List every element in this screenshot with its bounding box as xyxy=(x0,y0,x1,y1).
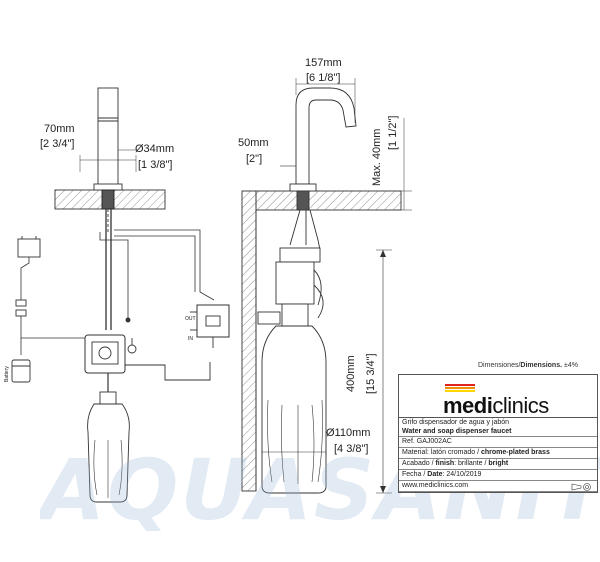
front-view xyxy=(11,87,230,503)
battery-pack xyxy=(11,359,31,383)
material-label: Material: latón cromado / xyxy=(402,449,481,456)
logo-stripe-orange xyxy=(445,387,475,389)
finish-label-bold: finish xyxy=(435,460,455,467)
control-unit-side xyxy=(279,247,321,263)
title-website: www.mediclinics.com xyxy=(399,481,597,492)
finish-value: : brillante / xyxy=(454,460,489,467)
title-description: Grifo dispensador de agua y jabón Water … xyxy=(399,418,597,437)
logo-text-bold: medi xyxy=(443,393,493,418)
dimensions-note: Dimensiones/Dimensions. ±4% xyxy=(478,362,578,369)
logo-text: mediclinics xyxy=(443,393,549,419)
dim-15-3-4-in: [15 3/4"] xyxy=(365,353,377,394)
logo-stripe-red xyxy=(445,384,475,386)
soap-bottle-side xyxy=(261,325,327,494)
title-ref: Ref. GAJ002AC xyxy=(399,437,597,448)
finish-label: Acabado / xyxy=(402,460,436,467)
title-finish: Acabado / finish: brillante / bright xyxy=(399,459,597,470)
dim-6-1-8-in: [6 1/8"] xyxy=(306,72,340,84)
counter-slab-right xyxy=(255,190,402,211)
power-adapter xyxy=(17,238,41,258)
dims-note-prefix: Dimensiones/ xyxy=(478,362,521,369)
label-out: OUT xyxy=(185,316,196,322)
date-label: Fecha / xyxy=(402,471,428,478)
faucet-body-front xyxy=(97,87,119,191)
dim-1-3-8-in: [1 3/8"] xyxy=(138,159,172,171)
dim-max-40mm: Max. 40mm xyxy=(371,129,383,186)
description-en: Water and soap dispenser faucet xyxy=(402,428,512,435)
dim-70mm: 70mm xyxy=(44,123,75,135)
mounting-shank-right xyxy=(296,190,310,211)
mediclinics-logo: mediclinics xyxy=(399,375,597,418)
title-material: Material: latón cromado / chrome-plated … xyxy=(399,448,597,459)
dims-note-suffix: ±4% xyxy=(562,362,578,369)
title-block: mediclinics Grifo dispensador de agua y … xyxy=(398,374,598,493)
dim-34mm: Ø34mm xyxy=(135,143,174,155)
logo-text-light: clinics xyxy=(492,393,549,418)
dim-2-in: [2"] xyxy=(246,153,262,165)
dim-110mm: Ø110mm xyxy=(326,427,370,439)
mounting-shank-left xyxy=(101,189,115,210)
dim-2-3-4-in: [2 3/4"] xyxy=(40,138,74,150)
dim-1-1-2-in: [1 1/2"] xyxy=(387,116,399,150)
label-battery: Battery xyxy=(4,366,10,382)
date-label-bold: Date xyxy=(427,471,443,478)
dims-note-bold: Dimensions. xyxy=(520,362,563,369)
faucet-spout xyxy=(295,87,357,185)
logo-stripes xyxy=(445,384,475,393)
material-value: chrome-plated brass xyxy=(480,449,550,456)
projection-symbol-icon xyxy=(571,483,591,491)
description-es: Grifo dispensador de agua y jabón xyxy=(402,419,510,426)
dim-157mm: 157mm xyxy=(305,57,342,69)
finish-value-bold: bright xyxy=(488,460,509,467)
side-view xyxy=(241,78,412,494)
soap-bottle-front xyxy=(87,403,130,503)
cabinet-wall xyxy=(241,190,257,492)
title-date: Fecha / Date: 24/10/2019 xyxy=(399,470,597,481)
date-value: : 24/10/2019 xyxy=(442,471,482,478)
dim-50mm: 50mm xyxy=(238,137,269,149)
dim-400mm: 400mm xyxy=(345,355,357,392)
dim-4-3-8-in: [4 3/8"] xyxy=(334,443,368,455)
label-in: IN xyxy=(188,336,193,342)
logo-stripe-yellow xyxy=(445,390,475,392)
